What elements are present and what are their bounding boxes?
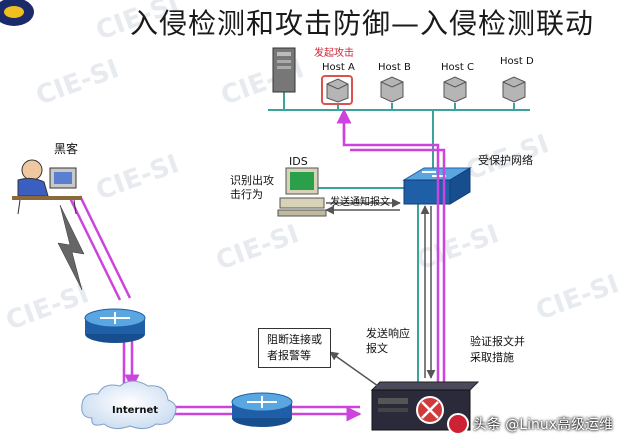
host-a-icon xyxy=(321,75,353,105)
send-response-label: 发送响应 报文 xyxy=(366,327,410,355)
router-2-icon xyxy=(231,392,293,427)
ids-computer-icon xyxy=(277,167,327,217)
server-tower-icon xyxy=(272,47,296,93)
bg-watermark-6: CIE-SI xyxy=(412,219,503,277)
toutiao-logo-icon xyxy=(446,413,469,435)
hacker-label: 黑客 xyxy=(54,142,79,156)
host-c-icon xyxy=(443,76,467,103)
bg-watermark-7: CIE-SI xyxy=(2,279,93,337)
bg-watermark-3: CIE-SI xyxy=(92,149,183,207)
send-notify-label: 发送通知报文 xyxy=(330,197,390,208)
bg-watermark-1: CIE-SI xyxy=(32,54,123,112)
router-1-icon xyxy=(84,308,146,343)
bg-watermark-5: CIE-SI xyxy=(212,219,303,277)
page-title: 入侵检测和攻击防御—入侵检测联动 xyxy=(130,7,595,40)
attack-origin-label: 发起攻击 xyxy=(314,48,354,59)
host-b-icon xyxy=(380,76,404,103)
host-c-label: Host C xyxy=(441,62,474,73)
corner-logo xyxy=(0,0,34,26)
bg-watermark-8: CIE-SI xyxy=(532,269,619,327)
host-d-label: Host D xyxy=(500,56,534,67)
lightning-bolt-icon xyxy=(57,204,85,291)
host-a-label: Host A xyxy=(322,62,355,73)
block-action-box: 阻断连接或 者报警等 xyxy=(258,328,331,368)
identify-attack-label: 识别出攻 击行为 xyxy=(230,174,274,201)
hacker-icon xyxy=(12,159,82,215)
watermark-text: 头条 @Linux高级运维 xyxy=(472,417,613,433)
firewall-device-icon xyxy=(370,381,480,431)
block-arrow xyxy=(329,351,379,387)
verify-action-label: 验证报文并 采取措施 xyxy=(470,335,525,364)
protected-network-label: 受保护网络 xyxy=(478,154,533,167)
internet-label: Internet xyxy=(112,405,159,416)
host-d-icon xyxy=(502,76,526,103)
ids-label: IDS xyxy=(289,155,308,168)
toutiao-watermark: 头条 @Linux高级运维 xyxy=(446,411,613,437)
internet-cloud-icon xyxy=(81,380,177,430)
host-b-label: Host B xyxy=(378,62,411,73)
